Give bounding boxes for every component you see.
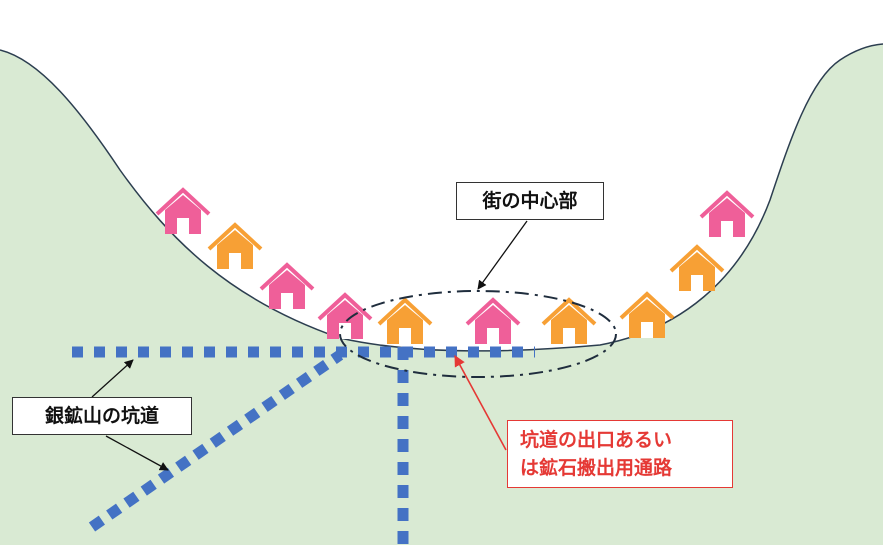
- house-orange: [671, 247, 723, 291]
- house-pink: [261, 265, 313, 309]
- house-orange: [209, 225, 261, 269]
- house-pink: [467, 300, 519, 344]
- ground-area: [0, 44, 883, 545]
- mine-tunnel-label: 銀鉱山の坑道: [12, 397, 192, 435]
- tunnel-exit-label: 坑道の出口あるい は鉱石搬出用通路: [507, 420, 733, 488]
- center-arrow: [478, 221, 527, 289]
- house-orange: [543, 300, 595, 344]
- tunnel-exit-label-line1: 坑道の出口あるい: [520, 426, 732, 454]
- tunnel-exit-label-line2: は鉱石搬出用通路: [520, 454, 732, 482]
- house-pink: [701, 193, 753, 237]
- house-orange: [379, 300, 431, 344]
- town-center-label: 街の中心部: [456, 182, 604, 220]
- house-pink: [319, 295, 371, 339]
